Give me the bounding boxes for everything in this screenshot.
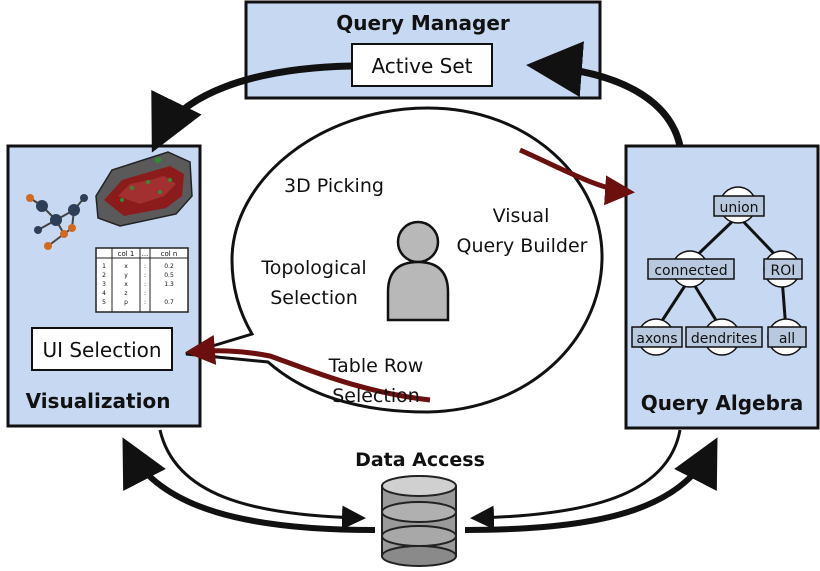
- table-cell: p: [124, 299, 128, 306]
- label-query-builder: Query Builder: [457, 235, 588, 257]
- arrow-data-to-visualization: [122, 437, 376, 533]
- query-node-roi-label: ROI: [771, 263, 796, 279]
- table-header-col1: col 1: [118, 250, 135, 258]
- table-cell: 0.2: [164, 263, 174, 270]
- label-topological: Topological: [260, 257, 366, 279]
- user-interaction-bubble: 3D Picking Visual Query Builder Topologi…: [185, 106, 635, 414]
- query-node-all-label: all: [779, 331, 795, 347]
- query-manager-panel: Query Manager Active Set: [244, 0, 602, 100]
- table-cell: :: [144, 281, 146, 288]
- query-node-roi: ROI: [763, 258, 803, 280]
- arrow-visualization-to-data: [158, 429, 366, 530]
- query-algebra-title: Query Algebra: [641, 391, 804, 415]
- table-cell: x: [124, 281, 128, 288]
- visualization-title: Visualization: [26, 389, 171, 413]
- table-cell: :: [144, 263, 146, 270]
- table-cell: :: [144, 299, 146, 306]
- table-cell: 3: [102, 281, 106, 288]
- table-cell: y: [124, 272, 128, 279]
- table-header-coln: col n: [161, 250, 178, 258]
- query-node-connected: connected: [647, 258, 735, 280]
- user-icon: [386, 220, 450, 322]
- query-node-axons-label: axons: [636, 331, 677, 347]
- arrow-algebra-to-data: [470, 429, 682, 530]
- query-manager-title: Query Manager: [336, 11, 510, 35]
- table-cell: 0.7: [164, 299, 174, 306]
- data-access-title: Data Access: [355, 449, 485, 471]
- label-table-row: Table Row: [328, 355, 424, 377]
- table-cell: 1.3: [164, 281, 174, 288]
- table-header-ellipsis: ...: [142, 250, 149, 258]
- database-icon: [381, 475, 457, 567]
- label-table-row-selection: Selection: [332, 385, 420, 407]
- query-node-axons: axons: [631, 326, 683, 348]
- table-cell: 1: [102, 263, 106, 270]
- query-node-connected-label: connected: [654, 263, 727, 279]
- table-cell: :: [144, 272, 146, 279]
- render-3d-thumbnail: [95, 151, 193, 227]
- query-node-union-label: union: [719, 200, 758, 216]
- label-3d-picking: 3D Picking: [284, 175, 384, 197]
- network-graph-icon: [26, 194, 88, 250]
- data-access: Data Access: [355, 449, 485, 567]
- query-node-dendrites-label: dendrites: [691, 331, 757, 347]
- table-cell: 4: [102, 290, 106, 297]
- table-cell: z: [124, 290, 127, 297]
- arrow-data-to-algebra: [464, 437, 718, 533]
- table-cell: 2: [102, 272, 106, 279]
- active-set-label: Active Set: [371, 54, 472, 78]
- query-algebra-panel: union connected ROI axons dendrites all …: [624, 144, 820, 430]
- table-cell: 5: [102, 299, 106, 306]
- query-node-union: union: [713, 195, 765, 217]
- visualization-panel: col 1 ... col n 1 x : 0.2 2 y : 0.5 3 x …: [6, 144, 202, 428]
- table-cell: :: [144, 290, 146, 297]
- label-topological-selection: Selection: [270, 287, 358, 309]
- arrow-algebra-to-manager: [526, 41, 684, 147]
- mini-table: col 1 ... col n 1 x : 0.2 2 y : 0.5 3 x …: [95, 247, 189, 313]
- table-cell: 0.5: [164, 272, 174, 279]
- query-node-all: all: [767, 326, 807, 348]
- arrow-manager-to-visualization: [151, 62, 353, 153]
- query-node-dendrites: dendrites: [685, 326, 763, 348]
- label-visual: Visual: [493, 205, 550, 227]
- table-cell: x: [124, 263, 128, 270]
- ui-selection-label: UI Selection: [42, 338, 161, 362]
